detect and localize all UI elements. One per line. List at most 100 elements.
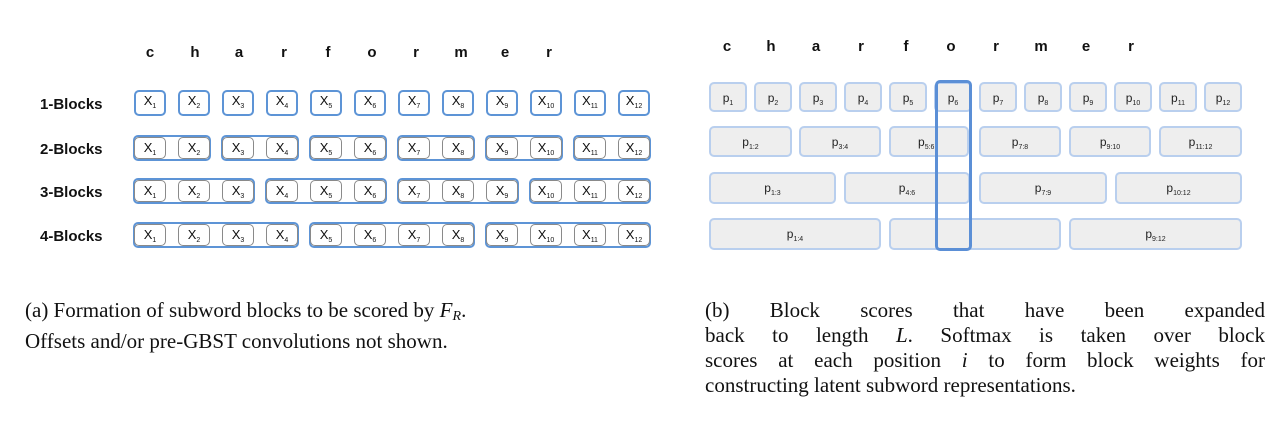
token-index: 7 [416, 150, 421, 157]
caption-a: (a) Formation of subword blocks to be sc… [25, 298, 640, 354]
token-x: X5 [310, 180, 342, 202]
token-x: X11 [574, 224, 606, 246]
score-sub: 7:9 [1041, 190, 1052, 197]
token-x: X8 [442, 180, 474, 202]
score-sub: 6 [954, 100, 959, 107]
token-letter: X [231, 183, 241, 198]
score-sub: 3 [819, 100, 824, 107]
score-block: p7:8 [979, 126, 1061, 157]
token-letter: X [275, 93, 285, 108]
token-index: 3 [240, 193, 245, 200]
score-block: p1:2 [709, 126, 792, 157]
score-sub: 9:10 [1106, 144, 1121, 151]
score-sub: 9:12 [1152, 236, 1166, 243]
token-letter: X [451, 140, 461, 155]
token-letter: X [363, 227, 373, 242]
score-block: p4:6 [844, 172, 970, 204]
score-sub: 1:3 [770, 190, 781, 197]
score-p: p [1034, 181, 1042, 195]
char-label: r [413, 44, 419, 61]
token-index: 5 [328, 150, 333, 157]
score-p: p [1188, 135, 1196, 149]
score-block: p5 [889, 82, 927, 112]
token-index: 9 [504, 237, 509, 244]
caption-b-symbol-l: L [895, 323, 908, 347]
token-index: 10 [546, 150, 555, 157]
token-index: 6 [372, 237, 377, 244]
token-x: X2 [178, 224, 210, 246]
score-block: p3 [799, 82, 837, 112]
token-x: X12 [618, 137, 650, 159]
score-p: p [947, 91, 955, 105]
score-sub: 2 [774, 100, 779, 107]
token-index: 11 [590, 150, 598, 157]
token-x: X8 [442, 224, 474, 246]
token-index: 3 [240, 150, 245, 157]
caption-b-line2-post: . Softmax is taken over block [907, 323, 1266, 347]
token-letter: X [363, 140, 373, 155]
token-x: X7 [398, 224, 430, 246]
char-label: e [1081, 38, 1091, 55]
char-label: m [454, 44, 468, 61]
caption-b-line3-post: to form block weights for [988, 348, 1265, 372]
caption-b-line1: (b) Block scores that have been expanded [705, 298, 1265, 322]
token-letter: X [319, 140, 329, 155]
token-index: 8 [460, 193, 465, 200]
token-letter: X [143, 227, 153, 242]
char-label: r [1128, 38, 1134, 55]
char-label: c [145, 44, 155, 61]
token-x: X8 [442, 90, 474, 116]
score-p: p [857, 91, 865, 105]
token-letter: X [319, 93, 329, 108]
char-label: f [903, 38, 909, 55]
token-x: X12 [618, 90, 650, 116]
token-x: X7 [398, 137, 430, 159]
score-label: p4 [846, 87, 880, 115]
score-sub: 1 [729, 100, 734, 107]
token-x: X1 [134, 180, 166, 202]
score-label: p3:4 [801, 131, 879, 159]
score-p: p [1166, 181, 1174, 195]
token-letter: X [363, 93, 373, 108]
char-label: o [946, 38, 956, 55]
token-index: 1 [152, 237, 157, 244]
score-sub: 1:4 [793, 236, 804, 243]
token-x: X4 [266, 224, 298, 246]
score-p: p [786, 227, 794, 241]
token-letter: X [537, 183, 547, 198]
token-x: X9 [486, 137, 518, 159]
score-label: p6 [936, 87, 970, 115]
token-x: X2 [178, 180, 210, 202]
caption-b-line4: constructing latent subword representati… [705, 373, 1076, 397]
score-sub: 7 [999, 100, 1004, 107]
caption-a-period: . [461, 298, 467, 322]
token-index: 9 [504, 193, 509, 200]
token-index: 12 [634, 193, 643, 200]
score-label: p7:9 [981, 177, 1105, 205]
score-p: p [898, 181, 906, 195]
char-label: r [858, 38, 864, 55]
score-p: p [742, 135, 749, 149]
token-index: 4 [284, 103, 289, 110]
token-index: 8 [460, 150, 465, 157]
score-p: p [902, 91, 910, 105]
token-letter: X [495, 227, 505, 242]
char-label: h [190, 44, 200, 61]
score-label: p11:12 [1161, 131, 1240, 159]
token-index: 2 [196, 150, 201, 157]
caption-b-symbol-i: i [961, 348, 968, 372]
score-p: p [1099, 135, 1107, 149]
token-letter: X [143, 140, 153, 155]
char-label: a [234, 44, 244, 61]
score-sub: 11:12 [1195, 144, 1213, 151]
token-letter: X [495, 183, 505, 198]
score-label: p1:4 [711, 223, 879, 251]
score-p: p [831, 135, 839, 149]
score-sub: 1:2 [748, 144, 759, 151]
token-x: X5 [310, 90, 342, 116]
score-p: p [1037, 91, 1045, 105]
token-x: X6 [354, 137, 386, 159]
score-label: p1:2 [711, 131, 790, 159]
score-block: p11 [1159, 82, 1197, 112]
score-label: p5:6 [918, 131, 934, 159]
